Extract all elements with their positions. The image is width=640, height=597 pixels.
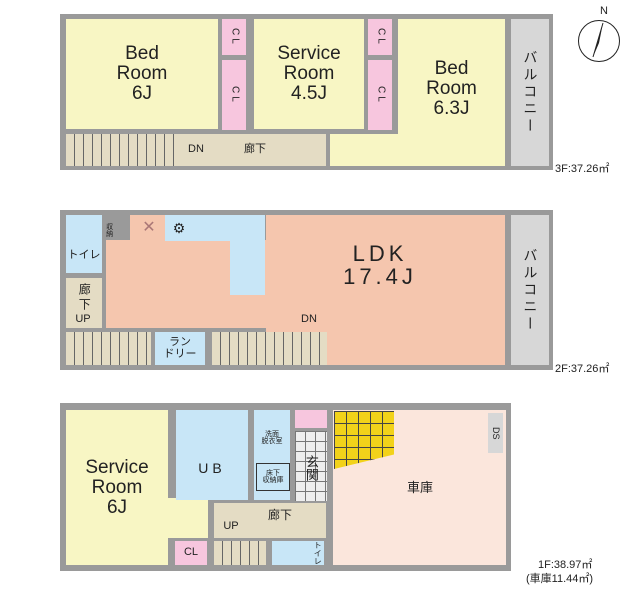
storage-label: 収納 bbox=[105, 223, 113, 237]
bedroom-label: Bed Room 6.3J bbox=[426, 58, 477, 119]
north-compass bbox=[578, 20, 620, 62]
compass-north-label: N bbox=[600, 5, 608, 17]
balcony bbox=[511, 19, 549, 166]
floor-2-area: 2F:37.26㎡ bbox=[555, 363, 610, 375]
staircase bbox=[212, 332, 327, 365]
corridor-label: 廊下 bbox=[267, 507, 292, 522]
toilet-label: トイレ bbox=[67, 249, 101, 261]
corridor-label: 廊下 bbox=[244, 143, 266, 155]
floor-1-plan: Service Room 6J UB 洗面 脱衣室 床下 収納庫 玄関 車庫 D… bbox=[60, 403, 511, 571]
kitchen-sink-counter bbox=[230, 215, 265, 295]
bedroom-6-3j bbox=[398, 19, 505, 166]
staircase bbox=[66, 134, 181, 166]
service-room-4-5j bbox=[254, 19, 364, 129]
garage-area: (車庫11.44㎡) bbox=[526, 573, 594, 585]
duct-space bbox=[488, 413, 503, 453]
duct-space-label: DS bbox=[491, 426, 502, 440]
ldk-label: LDK 17.4J bbox=[343, 240, 417, 289]
balcony bbox=[511, 215, 549, 365]
corridor bbox=[66, 278, 102, 328]
entrance-label: 玄関 bbox=[303, 455, 319, 481]
service-room-6j bbox=[168, 498, 208, 538]
closet-label: CL bbox=[375, 27, 387, 47]
washroom bbox=[254, 410, 290, 500]
down-label: DN bbox=[301, 313, 317, 325]
closet-label: CL bbox=[229, 27, 241, 47]
up-label: UP bbox=[223, 520, 239, 532]
ldk bbox=[266, 295, 276, 325]
laundry bbox=[155, 332, 205, 365]
range-hood-icon: ✕ bbox=[142, 218, 156, 236]
closet-label: CL bbox=[375, 85, 387, 105]
toilet bbox=[272, 541, 324, 565]
underfloor-storage-label: 床下 収納庫 bbox=[256, 463, 290, 491]
closet bbox=[222, 19, 246, 55]
corridor bbox=[214, 503, 326, 538]
staircase bbox=[214, 541, 266, 565]
bedroom-6j bbox=[66, 19, 218, 129]
corridor-label: 廊下 bbox=[77, 283, 92, 313]
laundry-label: ラン ドリー bbox=[163, 335, 197, 360]
closet bbox=[175, 541, 207, 565]
up-label: UP bbox=[75, 313, 91, 325]
hall-landing bbox=[330, 134, 410, 166]
closet-label: CL bbox=[183, 546, 199, 559]
floor-2-plan: 収納 ⚙ ✕ LDK 17.4J トイレ 廊下 UP DN ラン ドリー バルコ… bbox=[60, 210, 553, 370]
entrance bbox=[295, 431, 327, 501]
floor-3-plan: Bed Room 6J Service Room 4.5J Bed Room 6… bbox=[60, 14, 553, 170]
shoe-cabinet bbox=[295, 410, 327, 428]
balcony-label: バルコニー bbox=[522, 50, 539, 135]
floor-1-area: 1F:38.97㎡ bbox=[538, 559, 593, 571]
closet-label: CL bbox=[229, 85, 241, 105]
garage-label: 車庫 bbox=[406, 480, 433, 496]
closet bbox=[368, 19, 392, 55]
compass-needle-icon bbox=[592, 22, 604, 58]
closet bbox=[222, 60, 246, 130]
service-room-6j bbox=[66, 410, 168, 565]
service-room-label: Service Room 4.5J bbox=[277, 43, 341, 104]
staircase bbox=[66, 332, 151, 365]
stove-burner-icon: ⚙ bbox=[172, 219, 186, 236]
toilet-label: トイレ bbox=[313, 541, 323, 565]
bedroom-label: Bed Room 6J bbox=[116, 43, 168, 104]
balcony-label: バルコニー bbox=[522, 247, 539, 333]
closet bbox=[368, 60, 392, 130]
washroom-label: 洗面 脱衣室 bbox=[261, 431, 283, 446]
unit-bath-label: UB bbox=[198, 459, 226, 476]
toilet bbox=[66, 215, 102, 273]
down-label: DN bbox=[188, 143, 204, 155]
unit-bath bbox=[176, 410, 248, 500]
service-room-label: Service Room 6J bbox=[85, 457, 149, 518]
floor-3-area: 3F:37.26㎡ bbox=[555, 163, 610, 175]
